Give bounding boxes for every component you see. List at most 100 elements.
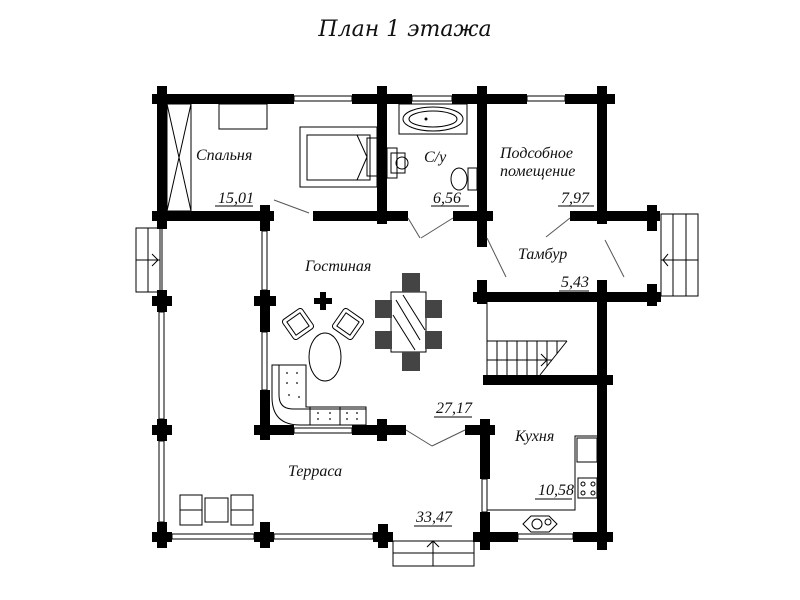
window-bedroom bbox=[293, 95, 353, 102]
wall-living-left bbox=[260, 211, 270, 231]
wall-living-top-1 bbox=[313, 211, 408, 221]
wall-top-right bbox=[565, 94, 615, 104]
door-bedroom bbox=[273, 199, 310, 214]
terrace-railing-left-1 bbox=[158, 311, 165, 420]
dining-chair bbox=[375, 300, 392, 318]
stairs-terrace bbox=[392, 540, 475, 567]
door-terrace-1 bbox=[405, 429, 433, 447]
post bbox=[377, 419, 387, 441]
wall-stair-bottom bbox=[483, 375, 613, 385]
door-vestibule-living bbox=[486, 237, 507, 278]
door-entrance bbox=[604, 239, 625, 278]
wall-vestibule-right bbox=[647, 211, 657, 231]
wall-kitchen-left bbox=[480, 419, 490, 479]
wall-living-left bbox=[260, 390, 270, 440]
wall-top-left bbox=[152, 94, 294, 104]
post bbox=[647, 284, 657, 306]
wall-vestibule-bottom bbox=[473, 292, 661, 302]
post bbox=[260, 522, 270, 548]
room-name-bathroom: С/у bbox=[424, 149, 447, 166]
wall-bedroom-left bbox=[157, 94, 167, 224]
wall-living-top-2 bbox=[453, 211, 493, 221]
walls bbox=[152, 86, 661, 550]
room-name-utility-line1: Подсобное bbox=[499, 145, 573, 162]
room-area-terrace: 33,47 bbox=[415, 509, 453, 526]
fireplace bbox=[314, 292, 332, 310]
wall-bottom-kitchen-1 bbox=[473, 532, 518, 542]
post bbox=[157, 522, 167, 548]
door-bath bbox=[407, 217, 421, 239]
dining-chair bbox=[425, 331, 442, 349]
terrace-railing-bottom-1 bbox=[171, 533, 255, 540]
dining-set bbox=[375, 273, 442, 371]
room-name-vestibule: Тамбур bbox=[518, 246, 567, 263]
room-labels: Спальня 15,01 С/у 6,56 Подсобное помещен… bbox=[196, 145, 594, 527]
dining-chair bbox=[425, 300, 442, 318]
wardrobe bbox=[166, 103, 192, 212]
stairs bbox=[135, 213, 699, 567]
window-kitchen-left bbox=[481, 478, 488, 513]
room-name-bedroom: Спальня bbox=[196, 147, 252, 164]
terrace-table bbox=[204, 497, 229, 523]
terrace-railing-bottom-2 bbox=[273, 533, 374, 540]
terrace-railing-left-2 bbox=[158, 440, 165, 523]
window-living-left-2 bbox=[261, 331, 268, 391]
room-name-terrace: Терраса bbox=[288, 463, 342, 480]
wall-bedroom-bath bbox=[377, 94, 387, 224]
post bbox=[157, 205, 167, 229]
armchair-left bbox=[281, 307, 315, 341]
door-terrace-2 bbox=[431, 429, 466, 447]
dining-chair bbox=[402, 273, 420, 292]
armchair-right bbox=[331, 307, 365, 341]
plan-title: План 1 этажа bbox=[317, 17, 491, 42]
stairs-internal bbox=[486, 302, 568, 376]
post bbox=[378, 524, 388, 548]
bed bbox=[299, 126, 378, 188]
post bbox=[474, 532, 486, 542]
room-name-kitchen: Кухня bbox=[514, 428, 554, 445]
door-utility bbox=[545, 217, 571, 238]
room-area-bathroom: 6,56 bbox=[433, 190, 461, 207]
post bbox=[254, 296, 276, 306]
wall-bath-utility bbox=[477, 94, 487, 224]
door-living-vestibule bbox=[420, 217, 454, 239]
stove bbox=[577, 477, 598, 499]
kitchen-counter bbox=[487, 435, 598, 511]
room-area-bedroom: 15,01 bbox=[218, 190, 254, 207]
window-utility bbox=[526, 95, 566, 102]
room-name-utility-line2: помещение bbox=[500, 163, 575, 180]
doors bbox=[273, 199, 625, 447]
dining-chair bbox=[375, 331, 392, 349]
wall-bottom-kitchen-2 bbox=[573, 532, 613, 542]
stairs-left-entry bbox=[135, 227, 161, 293]
terrace-furniture bbox=[179, 494, 254, 526]
corner-sofa bbox=[271, 364, 367, 426]
furniture bbox=[166, 103, 598, 533]
room-area-utility: 7,97 bbox=[561, 190, 590, 207]
dining-chair bbox=[402, 352, 420, 371]
window-kitchen-bottom bbox=[517, 533, 574, 540]
window-living-bottom bbox=[293, 427, 353, 434]
windows bbox=[158, 95, 574, 540]
window-bathroom bbox=[411, 95, 453, 102]
wall-bedroom-bottom bbox=[152, 211, 274, 221]
bathtub bbox=[398, 103, 468, 135]
window-living-left-1 bbox=[261, 230, 268, 291]
post bbox=[157, 290, 167, 312]
room-area-living: 27,17 bbox=[436, 400, 473, 417]
room-area-vestibule: 5,43 bbox=[561, 274, 589, 291]
wall-vestibule-top bbox=[570, 211, 660, 221]
dresser bbox=[218, 103, 268, 130]
toilet bbox=[450, 167, 478, 191]
coffee-table bbox=[308, 332, 342, 382]
stairs-right-entry bbox=[660, 213, 699, 297]
room-name-living: Гостиная bbox=[304, 258, 371, 275]
room-area-kitchen: 10,58 bbox=[538, 482, 574, 499]
wall-top-utility bbox=[452, 94, 527, 104]
wall-kitchen-left-lower bbox=[480, 512, 490, 550]
wall-utility-right bbox=[597, 94, 607, 224]
wall-living-bottom-1 bbox=[254, 425, 294, 435]
wall-kitchen-right bbox=[597, 292, 607, 550]
wall-living-left bbox=[260, 290, 270, 332]
